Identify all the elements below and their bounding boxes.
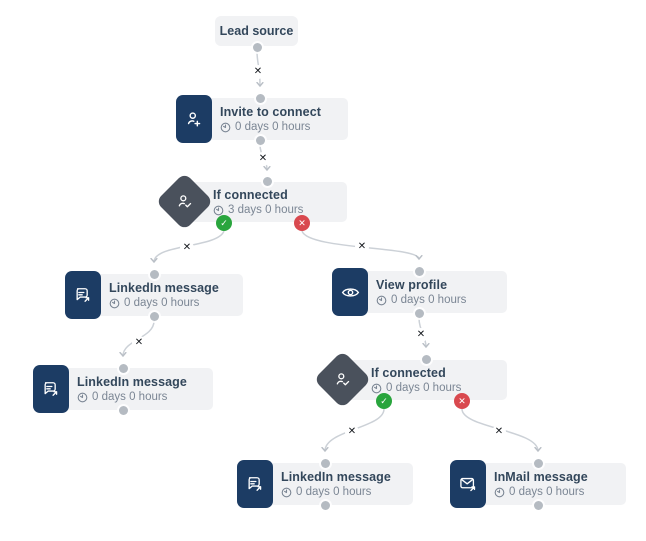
- delete-edge-icon: ✕: [357, 241, 367, 252]
- port-linkedin-message-3-bottom[interactable]: [320, 500, 330, 510]
- node-delay: 0 days 0 hours: [494, 486, 588, 498]
- port-inmail-message-bottom[interactable]: [533, 500, 543, 510]
- node-if-connected-2[interactable]: If connected 0 days 0 hours: [313, 350, 507, 409]
- node-card[interactable]: [346, 360, 507, 400]
- check-icon: ✓: [220, 217, 228, 228]
- node-lead-source[interactable]: Lead source: [215, 16, 298, 46]
- node-linkedin-message-3[interactable]: LinkedIn message 0 days 0 hours: [237, 460, 413, 508]
- node-delay: 0 days 0 hours: [109, 297, 219, 309]
- node-title: LinkedIn message: [109, 281, 219, 295]
- port-view-profile-bottom[interactable]: [414, 308, 424, 318]
- node-delay: 0 days 0 hours: [220, 121, 321, 133]
- delete-edge-button[interactable]: ✕: [355, 240, 369, 254]
- port-linkedin-message-1-top[interactable]: [149, 269, 159, 279]
- user-check-icon: [322, 359, 363, 400]
- port-if-connected-1-top[interactable]: [262, 176, 272, 186]
- node-inmail-message[interactable]: InMail message 0 days 0 hours: [450, 460, 626, 508]
- user-plus-icon: [176, 95, 212, 143]
- cross-icon: ✕: [458, 395, 466, 406]
- port-linkedin-message-3-top[interactable]: [320, 458, 330, 468]
- clock-icon: [220, 122, 231, 132]
- delete-edge-button[interactable]: ✕: [492, 425, 506, 439]
- delete-edge-button[interactable]: ✕: [414, 328, 428, 342]
- delete-edge-icon: ✕: [416, 329, 426, 340]
- delete-edge-icon: ✕: [134, 337, 144, 348]
- port-if-connected-1-yes[interactable]: ✓: [216, 215, 232, 231]
- node-card[interactable]: [188, 182, 347, 222]
- clock-icon: [494, 487, 505, 497]
- clock-icon: [77, 392, 88, 402]
- port-lead-source-bottom[interactable]: [252, 42, 262, 52]
- node-delay: 0 days 0 hours: [371, 382, 461, 394]
- cross-icon: ✕: [298, 217, 306, 228]
- user-check-icon: [164, 181, 205, 222]
- check-icon: ✓: [380, 395, 388, 406]
- node-linkedin-message-1[interactable]: LinkedIn message 0 days 0 hours: [65, 271, 243, 319]
- port-if-connected-2-yes[interactable]: ✓: [376, 393, 392, 409]
- delete-edge-icon: ✕: [494, 426, 504, 437]
- port-linkedin-message-2-top[interactable]: [118, 363, 128, 373]
- port-if-connected-1-no[interactable]: ✕: [294, 215, 310, 231]
- node-delay: 0 days 0 hours: [281, 486, 391, 498]
- node-title: Invite to connect: [220, 105, 322, 119]
- clock-icon: [109, 298, 120, 308]
- port-invite-bottom[interactable]: [255, 135, 265, 145]
- chat-message-icon: [33, 365, 69, 413]
- node-linkedin-message-2[interactable]: LinkedIn message 0 days 0 hours: [33, 365, 213, 413]
- delete-edge-icon: ✕: [258, 153, 268, 164]
- clock-icon: [376, 295, 387, 305]
- port-if-connected-2-no[interactable]: ✕: [454, 393, 470, 409]
- node-delay: 0 days 0 hours: [376, 294, 466, 306]
- node-if-connected-1[interactable]: If connected 3 days 0 hours: [155, 172, 347, 231]
- port-view-profile-top[interactable]: [414, 266, 424, 276]
- port-linkedin-message-1-bottom[interactable]: [149, 311, 159, 321]
- chat-message-icon: [237, 460, 273, 508]
- delete-edge-button[interactable]: ✕: [256, 152, 270, 166]
- port-inmail-message-top[interactable]: [533, 458, 543, 468]
- delete-edge-button[interactable]: ✕: [132, 336, 146, 350]
- delete-edge-icon: ✕: [253, 66, 263, 77]
- clock-icon: [371, 383, 382, 393]
- port-invite-top[interactable]: [255, 93, 265, 103]
- node-title: InMail message: [494, 470, 588, 484]
- node-delay: 3 days 0 hours: [213, 204, 303, 216]
- node-view-profile[interactable]: View profile 0 days 0 hours: [332, 268, 507, 316]
- port-if-connected-2-top[interactable]: [421, 354, 431, 364]
- node-title: If connected: [213, 188, 288, 202]
- node-delay: 0 days 0 hours: [77, 391, 187, 403]
- clock-icon: [281, 487, 292, 497]
- clock-icon: [213, 205, 224, 215]
- delete-edge-button[interactable]: ✕: [180, 241, 194, 255]
- inmail-envelope-icon: [450, 460, 486, 508]
- delete-edge-button[interactable]: ✕: [251, 65, 265, 79]
- delete-edge-icon: ✕: [182, 242, 192, 253]
- node-invite-to-connect[interactable]: Invite to connect 0 days 0 hours: [176, 95, 348, 143]
- delete-edge-icon: ✕: [347, 426, 357, 437]
- chat-message-icon: [65, 271, 101, 319]
- node-title: View profile: [376, 278, 448, 292]
- port-linkedin-message-2-bottom[interactable]: [118, 405, 128, 415]
- node-title: LinkedIn message: [77, 375, 187, 389]
- eye-icon: [332, 268, 368, 316]
- node-title: LinkedIn message: [281, 470, 391, 484]
- delete-edge-button[interactable]: ✕: [345, 425, 359, 439]
- node-title: If connected: [371, 366, 446, 380]
